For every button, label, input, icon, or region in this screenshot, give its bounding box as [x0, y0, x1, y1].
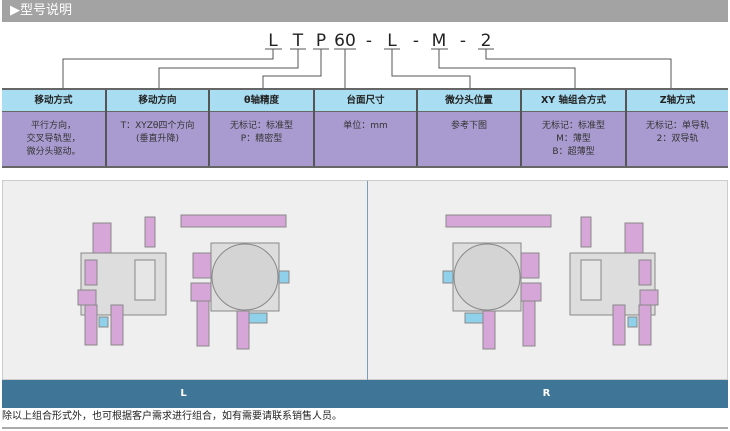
drawing-r-top	[442, 214, 552, 350]
column-header: 移动方向	[107, 90, 208, 112]
drawing-l-side	[77, 216, 167, 346]
drawing-r-side	[569, 216, 659, 346]
label-left: L	[180, 388, 187, 399]
column-cell: T：XYZθ四个方向 (垂直升降)	[107, 112, 208, 166]
code-part: 2	[481, 31, 492, 51]
cell-line: 无标记：标准型	[229, 121, 293, 131]
cell-line: 交叉导轨型，	[26, 134, 81, 144]
column-header: 台面尺寸	[315, 90, 416, 112]
column-cell: 无标记：单导轨 2：双导轨	[627, 112, 728, 166]
column-cell: 平行方向， 交叉导轨型， 微分头驱动。	[2, 112, 105, 166]
cell-line: 2：双导轨	[656, 134, 699, 144]
cell-line: B：超薄型	[552, 147, 595, 157]
cell-line: 无标记：单导轨	[645, 121, 709, 131]
section-header: ▶型号说明	[2, 0, 728, 22]
cell-line: 单位：mm	[343, 121, 388, 131]
column-header: 微分头位置	[418, 90, 520, 112]
column-cell: 单位：mm	[315, 112, 416, 166]
footer-note: 除以上组合形式外，也可根据客户需求进行组合，如有需要请联系销售人员。	[2, 411, 342, 422]
spec-table: 移动方式平行方向， 交叉导轨型， 微分头驱动。 移动方向 T：XYZθ四个方向 (垂直升降…	[2, 88, 728, 168]
code-part: -	[460, 31, 466, 51]
orientation-bar: L R	[2, 380, 728, 408]
stage-drawings	[77, 214, 659, 350]
column-cell: 参考下图	[418, 112, 520, 166]
table-column: Z轴方式无标记：单导轨 2：双导轨	[627, 90, 728, 166]
cell-line: P：精密型	[240, 134, 283, 144]
drawing-l-top	[180, 214, 290, 350]
panel-divider	[367, 181, 368, 381]
cell-line: 平行方向，	[30, 121, 76, 131]
table-column: 移动方向 T：XYZθ四个方向 (垂直升降)	[107, 90, 210, 166]
cell-line: M：薄型	[556, 134, 591, 144]
code-part: -	[366, 31, 372, 51]
code-part: -	[413, 31, 419, 51]
column-header: Z轴方式	[627, 90, 728, 112]
cell-line: (垂直升降)	[135, 134, 180, 144]
column-header: XY 轴组合方式	[522, 90, 625, 112]
code-part: T	[292, 31, 304, 51]
code-part: L	[387, 31, 397, 51]
code-part: P	[316, 31, 326, 51]
code-part: M	[432, 31, 447, 51]
cell-line: 无标记：标准型	[541, 121, 605, 131]
code-part: 60	[334, 31, 356, 51]
table-column: XY 轴组合方式无标记：标准型 M：薄型 B：超薄型	[522, 90, 627, 166]
column-cell: 无标记：标准型 M：薄型 B：超薄型	[522, 112, 625, 166]
table-column: θ轴精度无标记：标准型 P：精密型	[210, 90, 315, 166]
cell-line: T：XYZθ四个方向	[120, 121, 195, 131]
table-column: 移动方式平行方向， 交叉导轨型， 微分头驱动。	[2, 90, 107, 166]
cell-line: 参考下图	[450, 121, 487, 131]
code-part: L	[268, 31, 278, 51]
image-panel	[2, 180, 728, 381]
column-header: 移动方式	[2, 90, 105, 112]
footer-divider	[2, 427, 728, 429]
column-cell: 无标记：标准型 P：精密型	[210, 112, 313, 166]
label-right: R	[542, 388, 551, 399]
model-code-diagram: L T P 60 - L - M - 2	[62, 31, 672, 89]
cell-line: 微分头驱动。	[26, 147, 81, 157]
table-column: 台面尺寸单位：mm	[315, 90, 418, 166]
table-column: 微分头位置参考下图	[418, 90, 522, 166]
column-header: θ轴精度	[210, 90, 313, 112]
